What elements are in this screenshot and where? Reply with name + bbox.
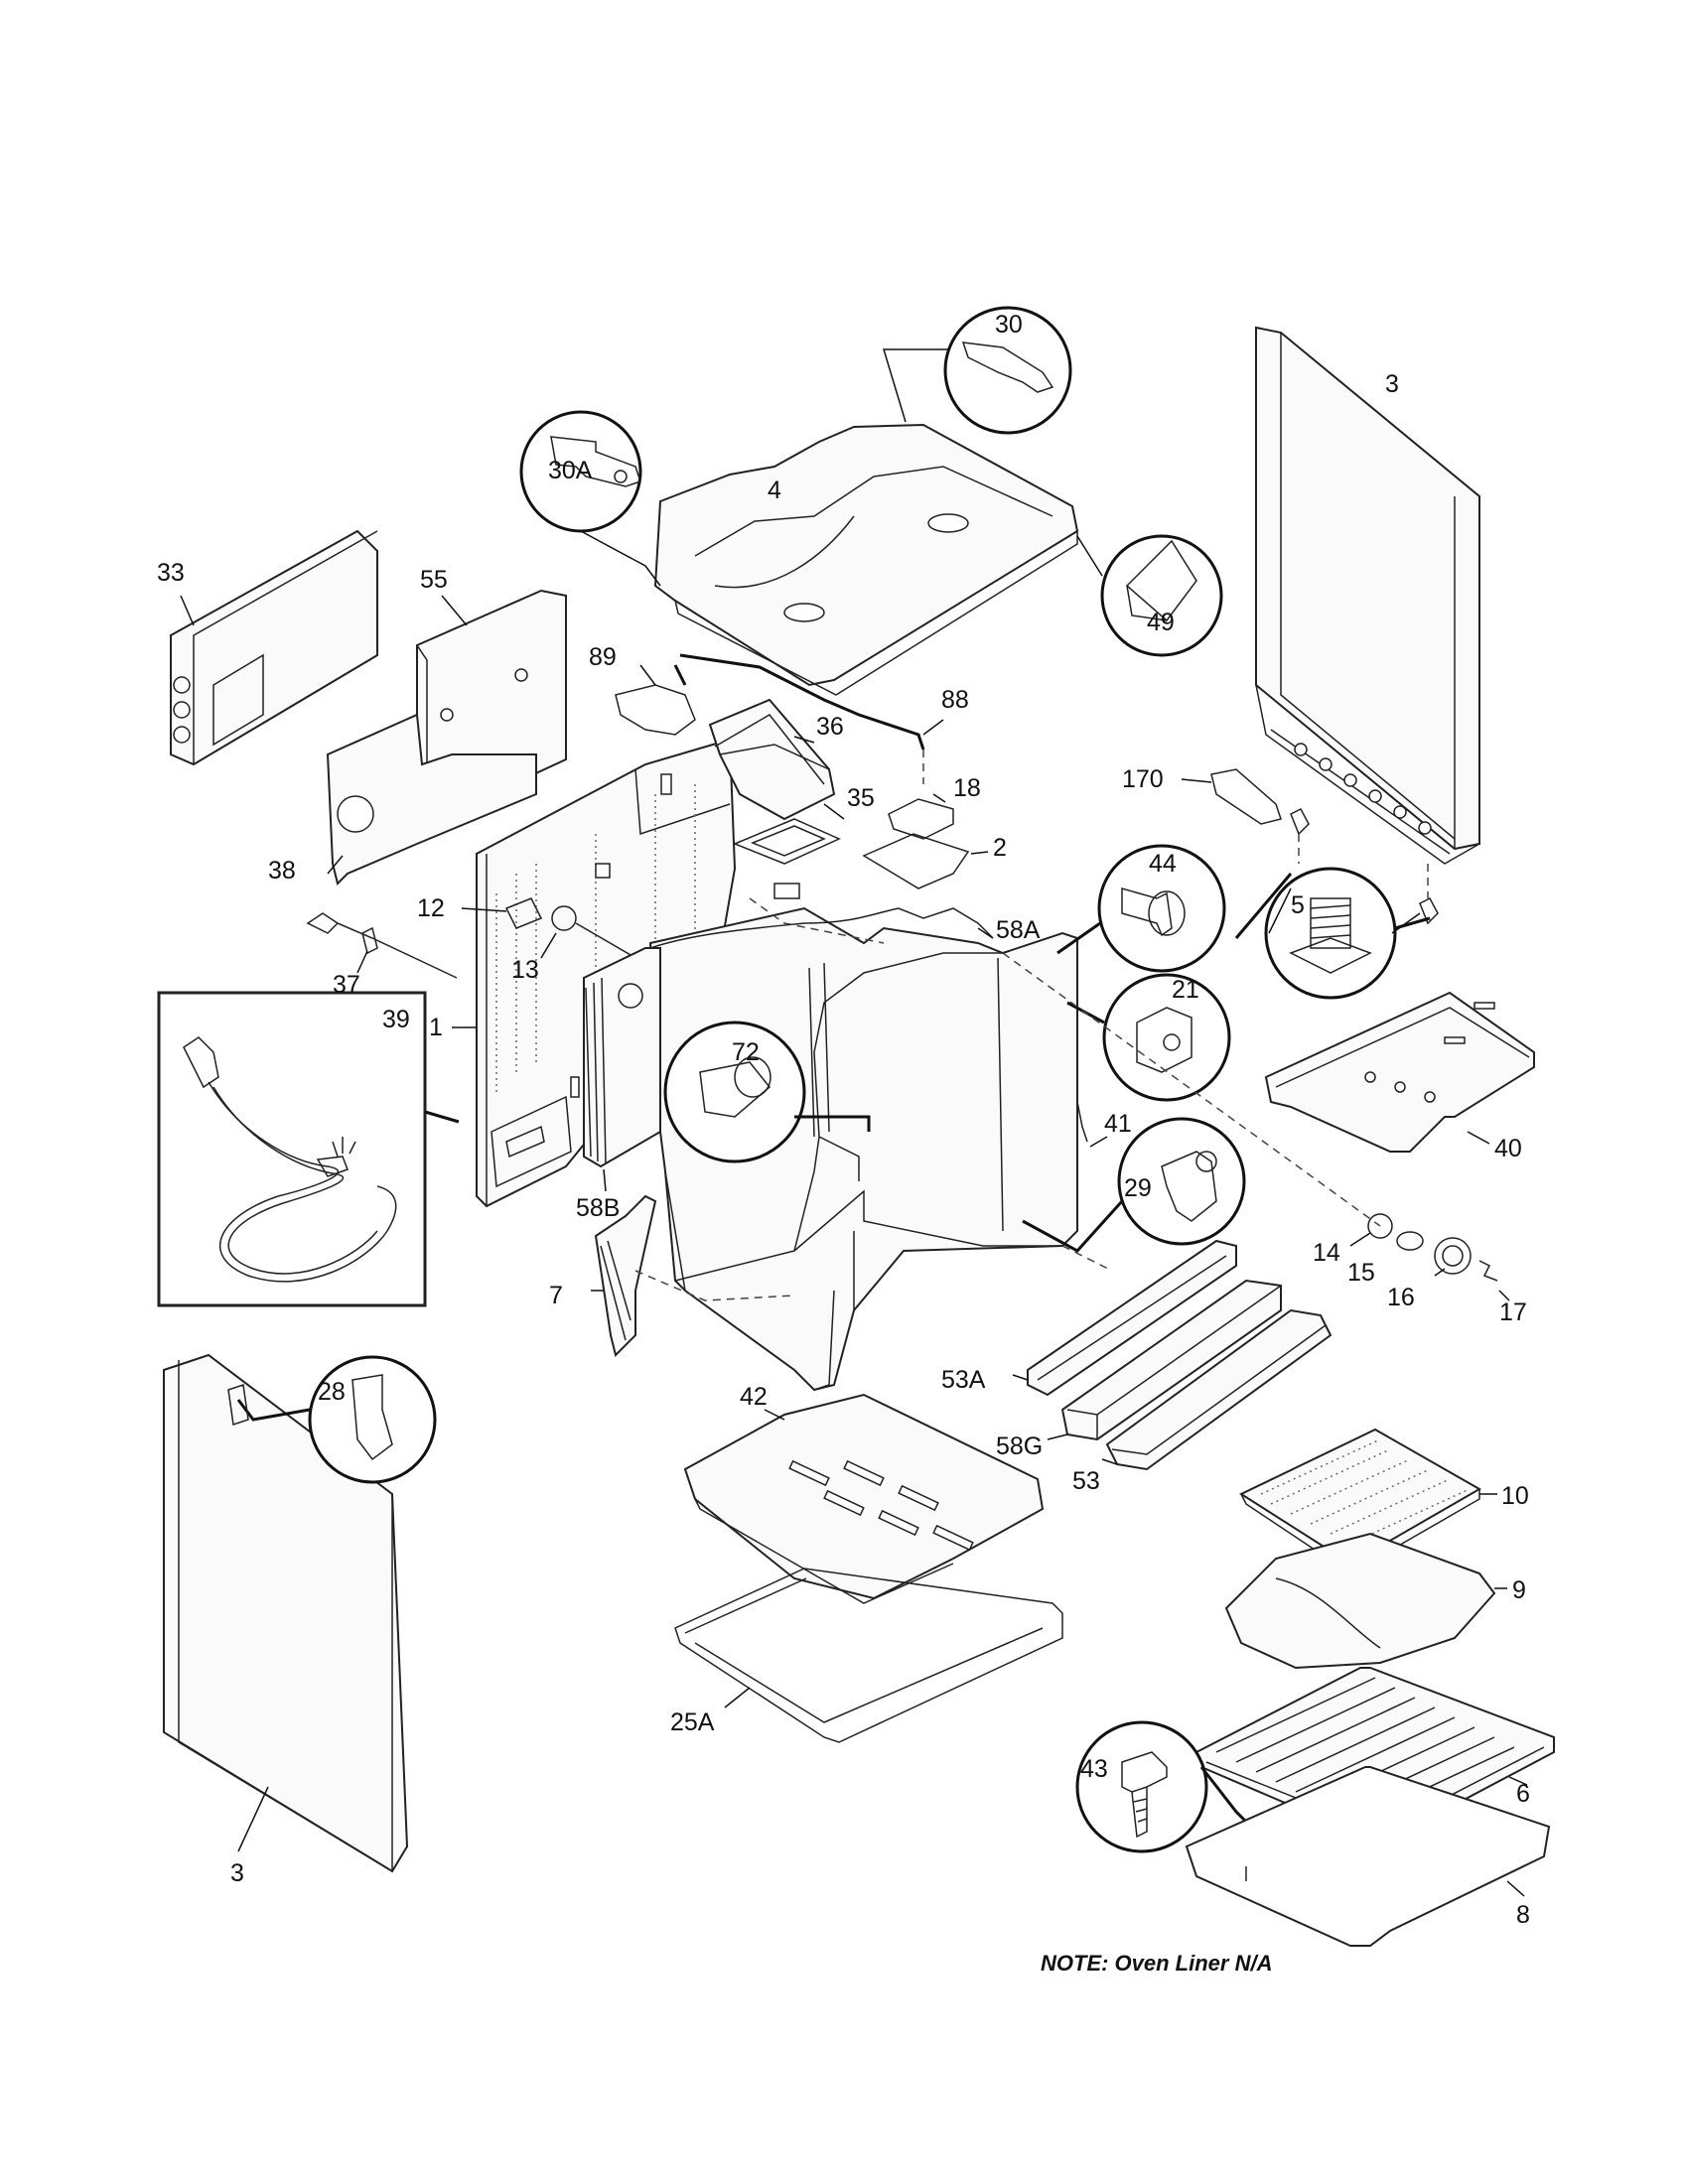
part-58g-insulation-strip [1047, 1279, 1282, 1441]
part-4-top-panel [653, 423, 1079, 696]
part-16-lamp-cover [1434, 1237, 1472, 1277]
label-13: 13 [511, 956, 539, 984]
label-28: 28 [318, 1378, 346, 1406]
label-7: 7 [549, 1282, 563, 1309]
guide-line-hinge [634, 1270, 795, 1301]
label-1: 1 [429, 1014, 443, 1041]
label-21: 21 [1172, 976, 1199, 1004]
part-53-rail [1101, 1308, 1333, 1471]
part-29-detail [1022, 1117, 1246, 1253]
part-42-oven-bottom [683, 1393, 1045, 1604]
part-3-side-panel-left [163, 1353, 409, 1873]
label-8: 8 [1516, 1901, 1530, 1929]
part-38-insulation [326, 713, 537, 886]
label-170: 170 [1122, 765, 1164, 793]
part-89-latch [615, 664, 696, 736]
part-39-power-cord-box [157, 991, 460, 1307]
part-36-vent-duct [708, 698, 836, 821]
part-40-bracket [1264, 991, 1535, 1153]
part-49-detail [1076, 534, 1223, 657]
label-55: 55 [420, 566, 448, 594]
part-3-side-panel-right [1255, 326, 1480, 865]
label-43: 43 [1080, 1755, 1108, 1783]
label-58g: 58G [996, 1433, 1043, 1460]
label-18: 18 [953, 774, 981, 802]
label-39: 39 [382, 1006, 410, 1033]
label-53a: 53A [941, 1366, 986, 1394]
part-44-detail [1056, 844, 1226, 973]
part-21-detail [1066, 973, 1231, 1102]
label-33: 33 [157, 559, 185, 587]
part-30a-detail [519, 410, 661, 587]
label-58a: 58A [996, 916, 1041, 944]
part-33-rear-panel [170, 529, 378, 766]
label-30a: 30A [548, 457, 593, 484]
label-15: 15 [1347, 1259, 1375, 1287]
part-58a-insulation-wrap [649, 907, 994, 949]
label-2: 2 [993, 834, 1007, 862]
part-41-pin [1076, 1101, 1108, 1148]
label-36: 36 [816, 713, 844, 741]
label-72: 72 [732, 1038, 760, 1066]
part-30-detail [882, 306, 1072, 435]
part-2-bracket [862, 833, 989, 889]
part-7-door-hinge [591, 1194, 657, 1357]
part-5-leveling-leg-detail [1234, 808, 1439, 1000]
part-9-broiler-pan [1224, 1532, 1507, 1670]
part-15-bulb [1396, 1231, 1424, 1251]
label-6: 6 [1516, 1780, 1530, 1808]
part-28-detail [227, 1355, 437, 1484]
label-3-bottom: 3 [230, 1859, 244, 1887]
label-5: 5 [1291, 891, 1305, 919]
label-58b: 58B [576, 1194, 620, 1222]
label-40: 40 [1494, 1135, 1522, 1162]
label-37: 37 [333, 971, 360, 999]
part-18-switch [888, 793, 954, 840]
part-170-bracket [1181, 768, 1282, 825]
label-9: 9 [1512, 1576, 1526, 1604]
label-53: 53 [1072, 1467, 1100, 1495]
part-17-wire [1478, 1260, 1510, 1301]
label-12: 12 [417, 894, 445, 922]
part-37-sensor [306, 912, 458, 979]
part-88-rod [673, 653, 944, 784]
label-3-top: 3 [1385, 370, 1399, 398]
part-72-detail [663, 1021, 871, 1163]
label-42: 42 [740, 1383, 768, 1411]
label-89: 89 [589, 643, 617, 671]
label-16: 16 [1387, 1284, 1415, 1311]
label-49: 49 [1147, 609, 1175, 636]
label-35: 35 [847, 784, 875, 812]
label-10: 10 [1501, 1482, 1529, 1510]
part-43-detail [1075, 1720, 1248, 1853]
part-12-hinge [461, 897, 543, 929]
guide-line-bottom [1061, 1245, 1113, 1272]
part-14-socket [1349, 1213, 1393, 1247]
label-44: 44 [1149, 850, 1177, 878]
label-88: 88 [941, 686, 969, 714]
label-14: 14 [1313, 1239, 1340, 1267]
label-30: 30 [995, 311, 1023, 339]
part-8-oven-liner [1185, 1766, 1551, 1947]
part-35-gasket [733, 803, 845, 865]
part-53a-rail [1012, 1239, 1237, 1397]
label-41: 41 [1104, 1110, 1132, 1138]
label-25a: 25A [670, 1708, 715, 1736]
part-25a-bottom-frame [674, 1568, 1063, 1743]
note-oven-liner: NOTE: Oven Liner N/A [1041, 1951, 1272, 1976]
label-38: 38 [268, 857, 296, 885]
label-4: 4 [768, 477, 781, 504]
part-58b-insulation-side [583, 947, 661, 1192]
label-17: 17 [1499, 1298, 1527, 1326]
label-29: 29 [1124, 1174, 1152, 1202]
